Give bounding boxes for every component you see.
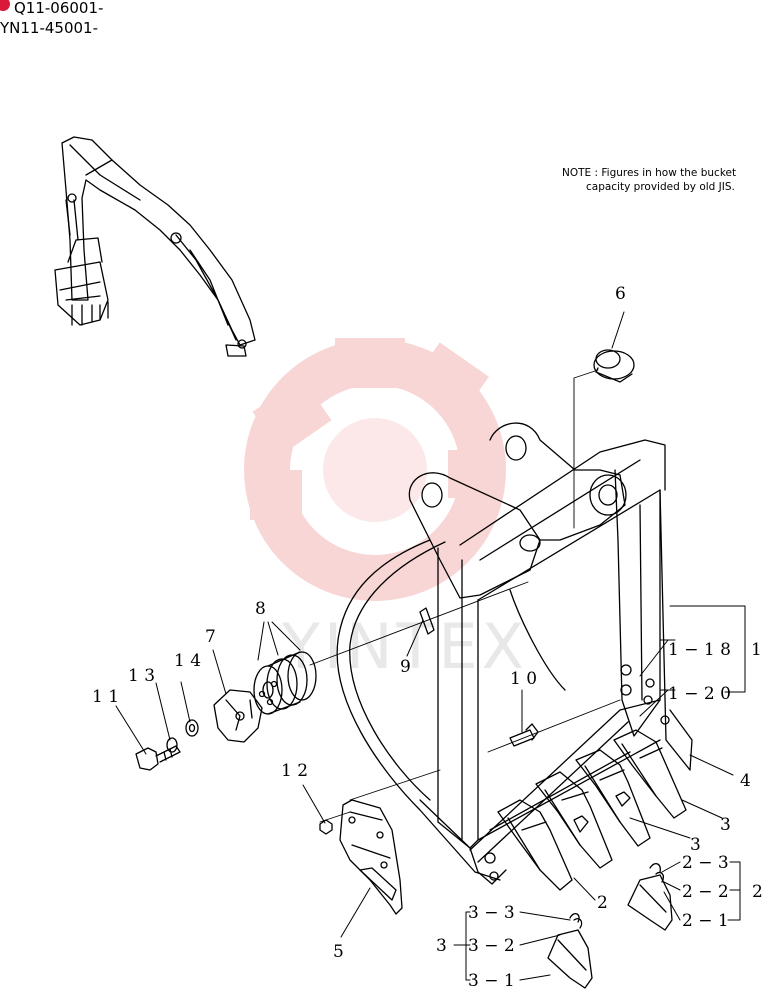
red-marker-icon xyxy=(0,0,10,11)
seal-stack-part xyxy=(253,651,317,715)
side-wear-plate xyxy=(339,799,403,915)
bushing-part xyxy=(593,311,635,383)
callout-3-top: 3 xyxy=(720,815,731,835)
callout-4: 4 xyxy=(740,771,751,791)
excavator-arm-thumbnail xyxy=(54,136,256,357)
callout-10: 1 0 xyxy=(510,669,537,689)
callout-2: 2 xyxy=(597,893,608,913)
callout-1-18: 1 − 1 8 xyxy=(668,640,731,660)
callout-3-2: 3 − 2 xyxy=(468,936,515,956)
assembly-lines xyxy=(309,369,621,823)
washer-part-14 xyxy=(185,719,199,737)
callout-2-1: 2 − 1 xyxy=(682,911,729,931)
callout-2-3: 2 − 3 xyxy=(682,853,729,873)
callout-11: 1 1 xyxy=(92,687,119,707)
callout-9: 9 xyxy=(400,657,411,677)
lock-part xyxy=(213,689,263,743)
leader-lines xyxy=(115,605,746,981)
callout-12: 1 2 xyxy=(281,761,308,781)
watermark-gear-logo xyxy=(244,338,506,601)
bolt-part xyxy=(135,745,181,771)
callout-2-2: 2 − 2 xyxy=(682,882,729,902)
callout-5: 5 xyxy=(333,942,344,962)
callout-2-group: 2 xyxy=(752,882,763,902)
callout-6: 6 xyxy=(615,284,626,304)
callout-3-1: 3 − 1 xyxy=(468,971,515,991)
loose-tooth-2 xyxy=(627,863,673,931)
callout-3-group: 3 xyxy=(436,936,447,956)
bucket-teeth xyxy=(497,729,687,891)
bolt-part-10 xyxy=(509,723,539,747)
serial-number-1: Q11-06001- xyxy=(14,0,104,17)
note-line-2: capacity provided by old JIS. xyxy=(586,181,735,193)
callout-14: 1 4 xyxy=(174,651,201,671)
pin-part xyxy=(419,607,435,635)
callout-3-3: 3 − 3 xyxy=(468,903,515,923)
nut-part xyxy=(319,819,333,835)
callout-3: 3 xyxy=(690,835,701,855)
watermark-text: YINTEX xyxy=(281,610,528,683)
serial-number-2: YN11-45001- xyxy=(0,19,99,37)
callout-13: 1 3 xyxy=(128,666,155,686)
loose-tooth-3 xyxy=(547,913,593,989)
note-line-1: NOTE : Figures in how the bucket xyxy=(562,167,737,179)
callout-labels: 6 8 7 9 1 0 1 3 1 4 1 1 1 2 5 4 3 3 2 1 … xyxy=(92,284,763,991)
washer-part-13 xyxy=(166,737,178,753)
callout-1-20: 1 − 2 0 xyxy=(668,684,731,704)
callout-7: 7 xyxy=(205,627,216,647)
callout-8: 8 xyxy=(255,599,266,619)
callout-1: 1 xyxy=(751,640,762,660)
